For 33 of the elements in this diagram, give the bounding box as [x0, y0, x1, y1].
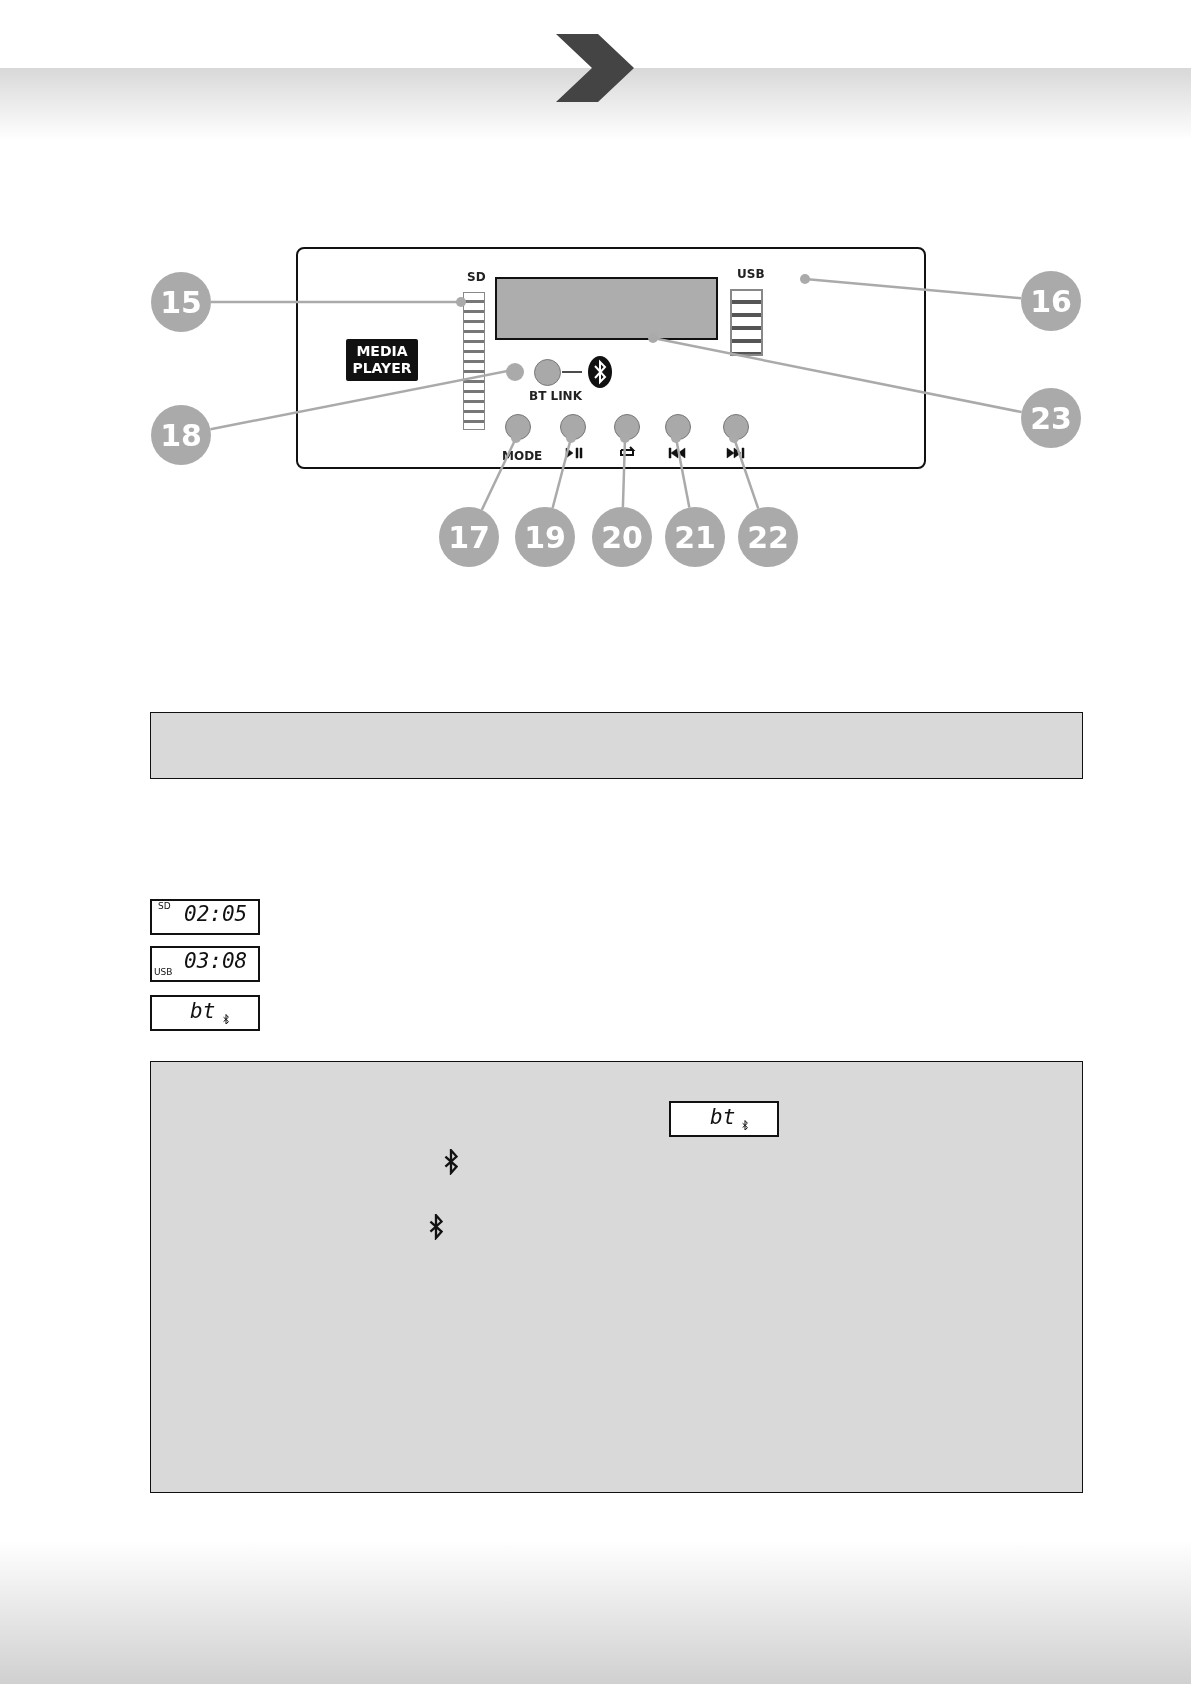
push-button: [614, 414, 640, 440]
note-box: [150, 712, 1083, 779]
slot-label: SD: [467, 270, 486, 284]
leader-line: [800, 274, 1022, 300]
button-label: BT LINK: [529, 389, 582, 403]
display-window: [495, 277, 718, 340]
callout-number: 19: [515, 507, 575, 567]
callout-number: 18: [151, 405, 211, 465]
leader-line: [211, 297, 466, 307]
callout-number: 20: [592, 507, 652, 567]
push-button: [560, 414, 586, 440]
callout-number: 15: [151, 272, 211, 332]
note-box: [150, 1061, 1083, 1493]
display-reading: bt: [190, 999, 216, 1023]
push-button: [534, 359, 561, 386]
front-panel: [296, 247, 926, 469]
push-button: [723, 414, 749, 440]
display-reading: 02:05: [184, 902, 248, 926]
callout-number: 16: [1021, 271, 1081, 331]
push-button: [665, 414, 691, 440]
media-player-badge: MEDIA PLAYER: [346, 339, 418, 381]
button-label: MODE: [502, 449, 543, 463]
port-label: USB: [737, 267, 765, 281]
display-reading: bt: [710, 1105, 736, 1129]
callout-number: 21: [665, 507, 725, 567]
push-button: [505, 414, 531, 440]
display-indicator: USB: [154, 967, 173, 977]
sd-card-slot: [463, 292, 485, 430]
callout-number: 17: [439, 507, 499, 567]
callout-number: 23: [1021, 388, 1081, 448]
display-reading: 03:08: [184, 949, 248, 973]
display-indicator: SD: [158, 901, 171, 911]
callout-number: 22: [738, 507, 798, 567]
